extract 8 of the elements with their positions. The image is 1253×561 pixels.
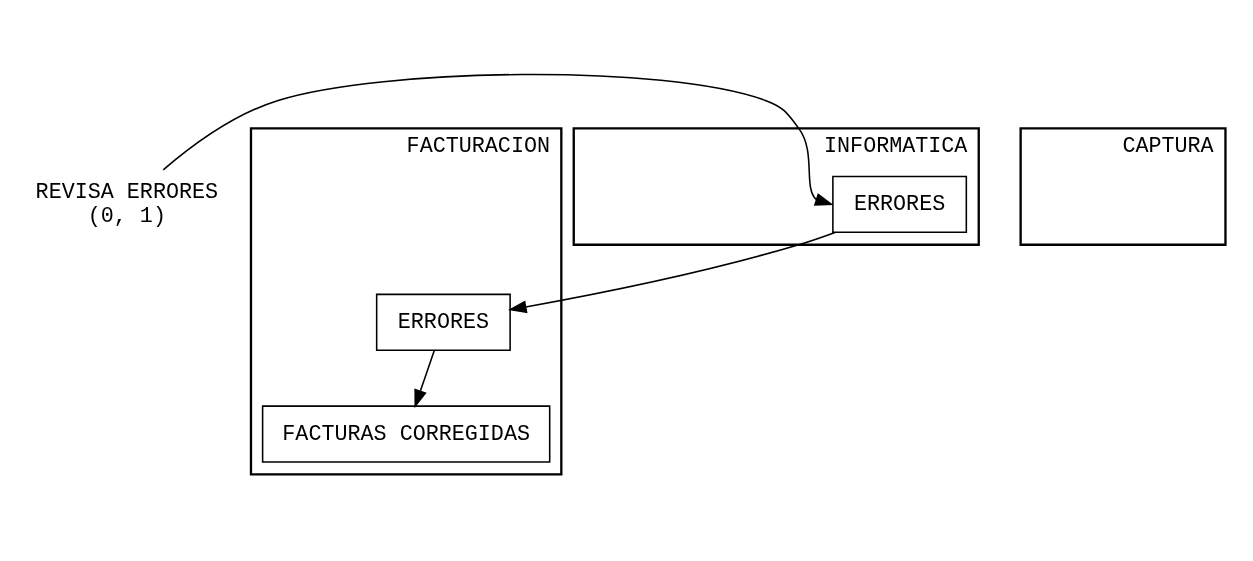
arrow bbox=[414, 349, 435, 409]
arrow bbox=[508, 231, 836, 314]
arrow bbox=[162, 73, 834, 206]
node-box: FACTURAS CORREGIDAS bbox=[261, 405, 551, 463]
node-box: ERRORES bbox=[832, 175, 968, 234]
node-box: ERRORES bbox=[375, 293, 511, 351]
node-text: REVISA ERRORES (0, 1) bbox=[35, 180, 219, 229]
node-box: CAPTURA bbox=[1019, 127, 1227, 246]
